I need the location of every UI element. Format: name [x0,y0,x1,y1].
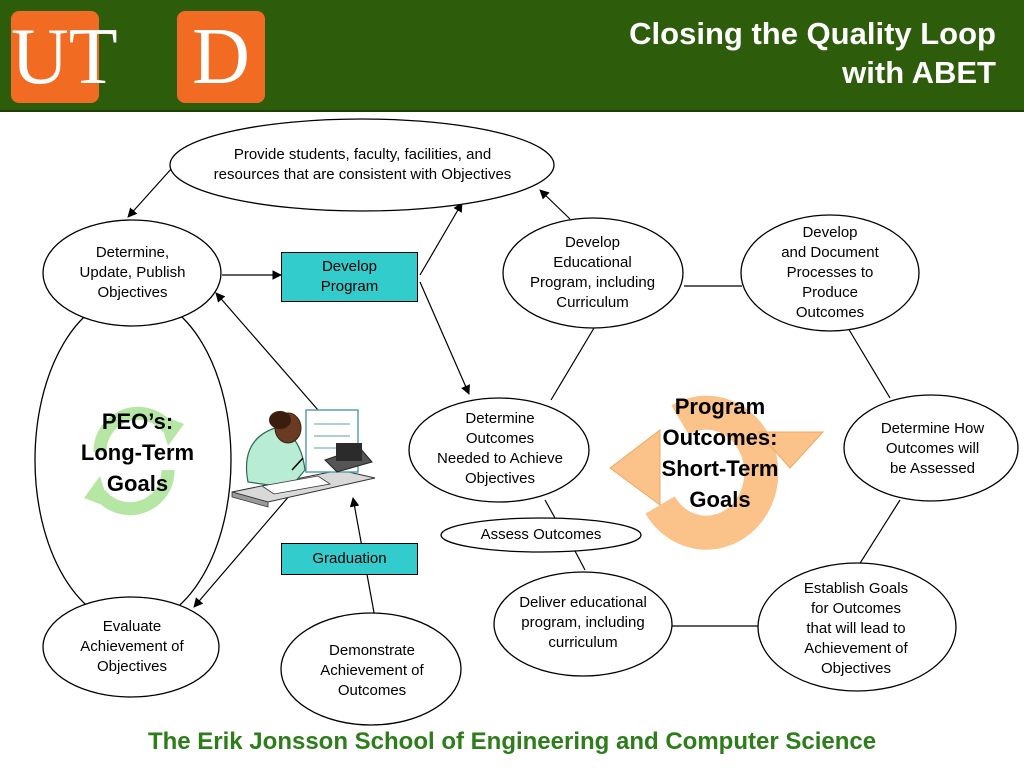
determine-objectives-node: Determine, Update, Publish Objectives [50,240,215,306]
peos-line-2: Long-Term [80,439,195,465]
develop-document-line-2: and Document [781,244,879,261]
determine-outcomes-line-1: Determine [465,410,535,427]
header-bar: UT D Closing the Quality Loop with ABET [0,0,1024,112]
determine-outcomes-line-2: Outcomes [465,430,535,447]
demonstrate-line-1: Demonstrate [329,642,415,659]
assess-outcomes-ellipse [440,517,642,553]
determine-outcomes-node: Determine Outcomes Needed to Achieve Obj… [415,406,585,492]
slide-title: Closing the Quality Loop with ABET [476,14,996,92]
determine-objectives-line-3: Objectives [97,284,168,301]
establish-line-1: Establish Goals [803,580,909,597]
program-outcomes-line-4: Goals [689,487,751,512]
peos-long-term-goals-label: PEO’s: Long-Term Goals [50,404,225,500]
determine-how-line-1: Determine How [880,420,985,437]
determine-outcomes-line-3: Needed to Achieve [437,450,563,467]
develop-document-line-4: Produce [802,284,858,301]
develop-educational-line-2: Educational [553,254,632,271]
evaluate-ellipse [42,596,220,698]
provide-line-2: resources that are consistent with Objec… [213,166,512,183]
develop-document-line-3: Processes to [786,264,874,281]
evaluate-line-3: Objectives [96,658,167,675]
develop-program-line-2: Program [320,278,379,295]
determine-how-ellipse [843,394,1019,502]
develop-document-line-1: Develop [802,224,858,241]
title-line-2: with ABET [842,55,996,90]
flow-arrows [127,167,571,619]
provide-resources-node: Provide students, faculty, facilities, a… [185,140,540,190]
node-ellipses [42,118,1019,726]
develop-document-line-5: Outcomes [795,304,865,321]
outcomes-cycle-arrows-icon [609,395,825,550]
graduation-text: Graduation [312,550,387,567]
title-line-1: Closing the Quality Loop [629,16,996,51]
peos-line-3: Goals [106,470,169,496]
program-outcomes-line-1: Program [674,394,766,419]
develop-educational-line-3: Program, including [529,274,656,291]
develop-educational-ellipse [502,217,684,329]
demonstrate-achievement-node: Demonstrate Achievement of Outcomes [290,638,454,704]
develop-educational-line-4: Curriculum [556,294,629,311]
evaluate-achievement-node: Evaluate Achievement of Objectives [50,614,214,680]
logo-text-ut: UT [11,13,118,101]
demonstrate-ellipse [280,612,462,726]
peo-cycle-arrows-icon [84,406,184,516]
provide-ellipse [169,118,555,212]
develop-educational-node: Develop Educational Program, including C… [510,230,675,316]
deliver-line-1: Deliver educational [519,594,647,611]
connector-lines [544,285,901,627]
provide-line-1: Provide students, faculty, facilities, a… [233,146,492,163]
graduation-box: Graduation [281,543,418,575]
establish-line-5: Objectives [820,660,892,677]
determine-how-line-3: be Assessed [889,460,976,477]
develop-educational-line-1: Develop [564,234,621,251]
determine-objectives-ellipse [42,219,222,327]
determine-outcomes-ellipse [408,397,590,503]
establish-line-4: Achievement of [804,640,908,657]
demonstrate-line-2: Achievement of [320,662,424,679]
determine-objectives-line-1: Determine, [95,244,170,261]
footer-school-name: The Erik Jonsson School of Engineering a… [147,728,877,755]
establish-line-2: for Outcomes [810,600,902,617]
establish-line-3: that will lead to [806,620,906,637]
deliver-ellipse [493,571,673,677]
deliver-line-3: curriculum [548,634,618,651]
determine-objectives-line-2: Update, Publish [79,264,186,281]
program-outcomes-line-2: Outcomes: [662,425,778,450]
develop-document-node: Develop and Document Processes to Produc… [750,220,910,326]
evaluate-line-1: Evaluate [102,618,162,635]
utd-logo-ut: UT [11,11,118,103]
utd-logo-d: D [177,11,265,103]
develop-program-line-1: Develop [321,258,378,275]
evaluate-line-2: Achievement of [80,638,184,655]
establish-goals-node: Establish Goals for Outcomes that will l… [770,576,942,682]
peos-line-1: PEO’s: [101,408,174,434]
program-outcomes-line-3: Short-Term [661,456,779,481]
develop-document-ellipse [740,214,920,332]
determine-how-line-2: Outcomes will [885,440,980,457]
deliver-program-node: Deliver educational program, including c… [500,590,666,656]
assess-outcomes-text: Assess Outcomes [480,526,602,543]
student-at-desk-icon [231,409,376,508]
develop-program-box: Develop Program [281,252,418,302]
demonstrate-line-3: Outcomes [337,682,407,699]
program-outcomes-label: Program Outcomes: Short-Term Goals [630,390,810,516]
establish-ellipse [757,562,957,692]
logo-text-d: D [192,13,250,101]
assess-outcomes-node: Assess Outcomes [450,524,632,546]
determine-outcomes-line-4: Objectives [464,470,536,487]
determine-how-node: Determine How Outcomes will be Assessed [855,416,1010,482]
deliver-line-2: program, including [521,614,645,631]
